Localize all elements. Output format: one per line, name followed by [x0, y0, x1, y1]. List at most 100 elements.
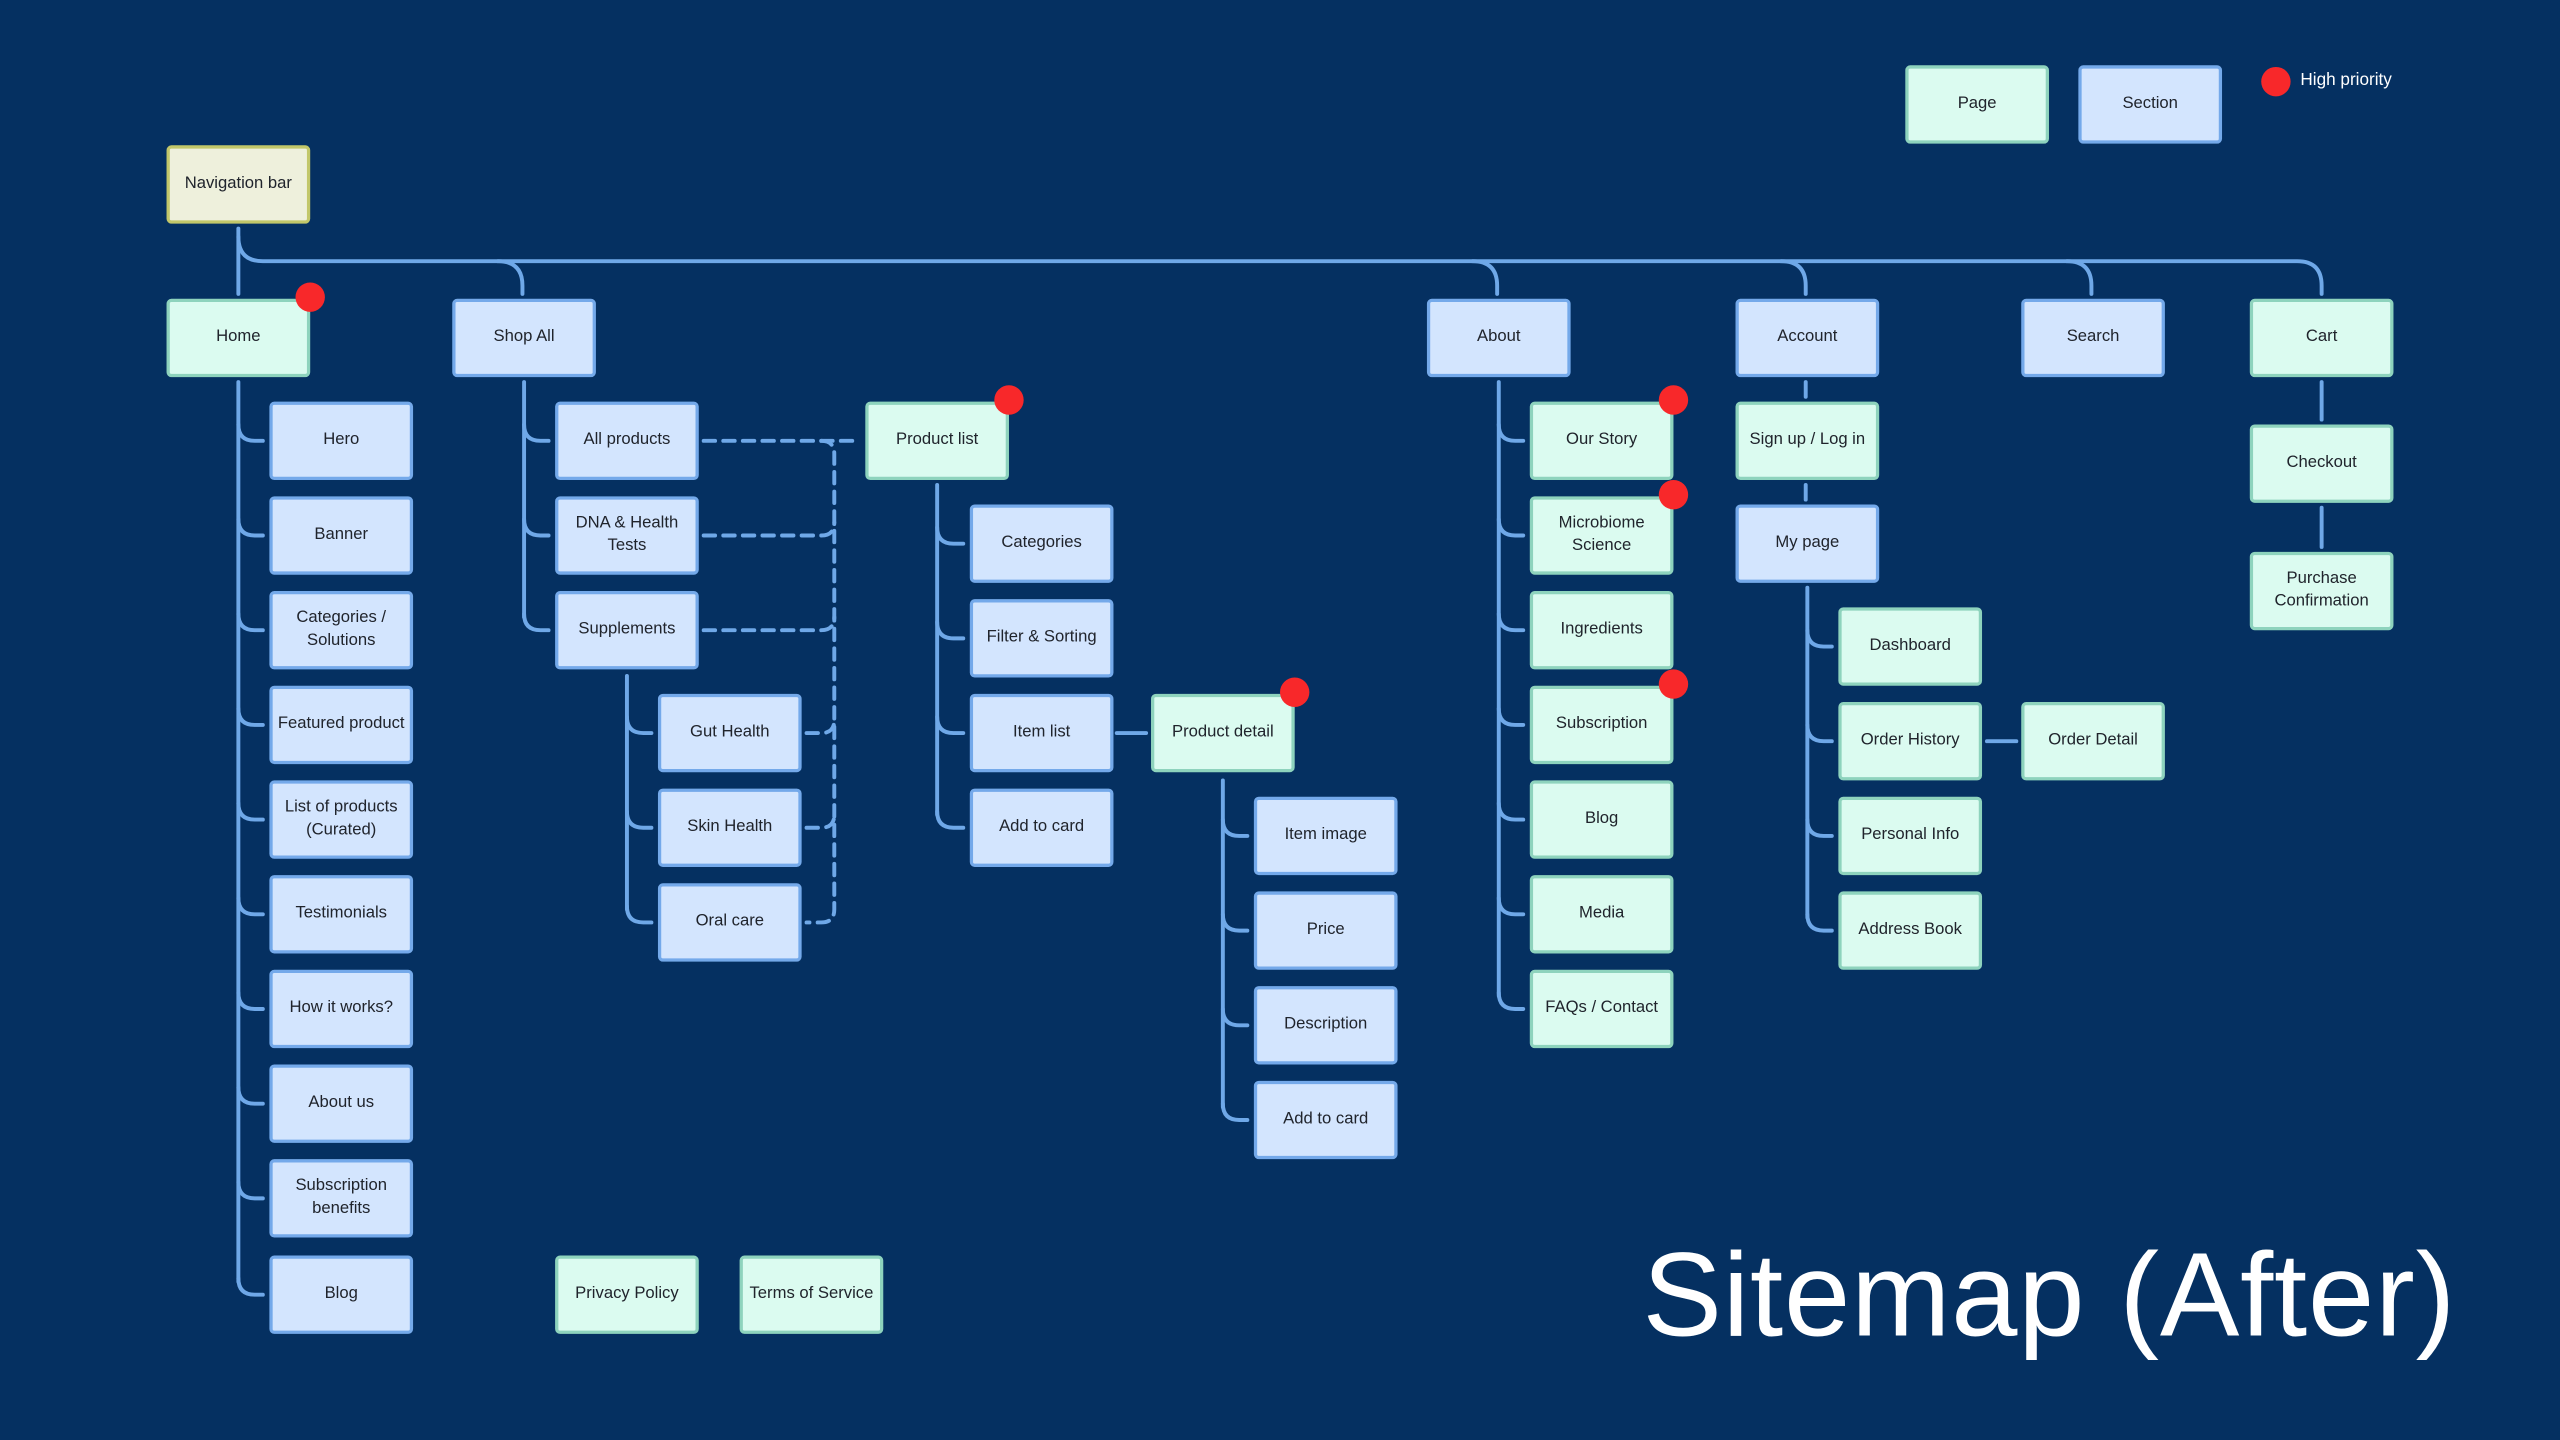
connector-drop: [1779, 259, 1808, 296]
node-label: Product list: [895, 431, 979, 449]
node-label: Subscription: [1555, 715, 1648, 734]
node-order-detail[interactable]: Order Detail: [2021, 702, 2165, 781]
node-all-products[interactable]: All products: [555, 401, 699, 480]
connector-branch: [1805, 722, 1834, 744]
node-label: Hero: [323, 431, 360, 449]
node-label: DNA & Health Tests: [575, 514, 679, 556]
connector-drop: [495, 259, 525, 296]
high-priority-dot-icon: [994, 385, 1024, 415]
connector-bus: [236, 234, 2324, 296]
node-terms[interactable]: Terms of Service: [739, 1255, 884, 1334]
node-product-detail[interactable]: Product detail: [1151, 693, 1295, 773]
node-purchase-confirmation[interactable]: Purchase Confirmation: [2249, 551, 2394, 631]
connector-branch: [236, 801, 265, 822]
node-product-list[interactable]: Product list: [865, 401, 1009, 480]
node-account[interactable]: Account: [1735, 298, 1880, 378]
connector-branch: [624, 714, 654, 736]
node-label: Account: [1777, 328, 1838, 347]
node-our-story[interactable]: Our Story: [1529, 401, 1674, 480]
node-list-of-products[interactable]: List of products (Curated): [269, 780, 414, 859]
node-banner[interactable]: Banner: [269, 496, 414, 575]
node-pd-description[interactable]: Description: [1253, 986, 1398, 1065]
node-label: Address Book: [1858, 920, 1962, 939]
legend-priority-dot-icon: [2261, 66, 2291, 97]
legend-high-priority: High priority: [2300, 70, 2392, 90]
node-about[interactable]: About: [1426, 298, 1571, 378]
high-priority-dot-icon: [1280, 677, 1310, 707]
connector-branch: [1220, 817, 1250, 838]
node-gut-health[interactable]: Gut Health: [657, 693, 802, 773]
node-how-it-works[interactable]: How it works?: [269, 969, 414, 1049]
node-subscription-benefits[interactable]: Subscription benefits: [269, 1159, 414, 1238]
connector-dashed: [804, 718, 837, 736]
node-label: Item list: [1012, 723, 1071, 742]
node-pl-add[interactable]: Add to card: [969, 788, 1114, 867]
node-signup[interactable]: Sign up / Log in: [1735, 401, 1880, 480]
node-cart[interactable]: Cart: [2249, 298, 2394, 378]
node-hero[interactable]: Hero: [269, 401, 414, 480]
node-label: About us: [308, 1093, 375, 1112]
node-label: Our Story: [1566, 431, 1638, 449]
node-pl-filter[interactable]: Filter & Sorting: [969, 599, 1114, 678]
connector-branch: [236, 1276, 265, 1297]
node-testimonials[interactable]: Testimonials: [269, 875, 414, 954]
node-home[interactable]: Home: [166, 298, 311, 378]
node-label: Oral care: [695, 912, 765, 931]
node-pd-price[interactable]: Price: [1253, 891, 1398, 970]
connector-branch: [935, 809, 966, 830]
connector-branch: [1496, 801, 1526, 822]
node-faqs[interactable]: FAQs / Contact: [1529, 969, 1674, 1049]
node-checkout[interactable]: Checkout: [2249, 424, 2394, 503]
node-label: My page: [1775, 533, 1840, 552]
connector-branch: [236, 422, 265, 443]
node-privacy-policy[interactable]: Privacy Policy: [555, 1255, 699, 1334]
legend-page: Page: [1905, 65, 2049, 144]
node-media[interactable]: Media: [1529, 875, 1674, 954]
connector-branch: [624, 904, 654, 925]
node-label: List of products (Curated): [284, 798, 398, 840]
connector-branch: [935, 620, 966, 641]
node-pd-image[interactable]: Item image: [1253, 796, 1398, 876]
connector-branch: [522, 517, 551, 538]
node-order-history[interactable]: Order History: [1838, 702, 1983, 781]
node-ingredients[interactable]: Ingredients: [1529, 591, 1674, 670]
node-about-us[interactable]: About us: [269, 1064, 414, 1143]
node-personal-info[interactable]: Personal Info: [1838, 796, 1983, 876]
page-title: Sitemap (After): [1642, 1229, 2457, 1362]
node-nav[interactable]: Navigation bar: [166, 145, 311, 224]
node-label: Shop All: [493, 328, 555, 347]
node-address-book[interactable]: Address Book: [1838, 891, 1983, 970]
node-skin-health[interactable]: Skin Health: [657, 788, 802, 867]
node-label: Search: [2066, 328, 2120, 347]
node-home-blog[interactable]: Blog: [269, 1255, 414, 1334]
node-supplements[interactable]: Supplements: [555, 591, 699, 670]
node-dna-tests[interactable]: DNA & Health Tests: [555, 496, 699, 575]
node-label: How it works?: [289, 999, 393, 1018]
node-label: Description: [1284, 1015, 1368, 1034]
connector-branch: [236, 990, 265, 1011]
connector-branch: [236, 517, 265, 538]
node-featured-product[interactable]: Featured product: [269, 685, 414, 765]
node-subscription[interactable]: Subscription: [1529, 685, 1674, 765]
node-my-page[interactable]: My page: [1735, 504, 1880, 583]
node-categories-solutions[interactable]: Categories / Solutions: [269, 591, 414, 670]
node-pl-item-list[interactable]: Item list: [969, 693, 1114, 773]
node-oral-care[interactable]: Oral care: [657, 883, 802, 962]
node-microbiome[interactable]: Microbiome Science: [1529, 496, 1674, 575]
node-label: Supplements: [578, 620, 676, 639]
node-shop[interactable]: Shop All: [452, 298, 596, 378]
node-label: Checkout: [2286, 453, 2357, 472]
connector-branch: [236, 1180, 265, 1201]
high-priority-dot-icon: [1658, 385, 1689, 415]
connector-branch: [1496, 611, 1526, 633]
connector-branch: [1805, 817, 1834, 838]
node-label: Blog: [1584, 809, 1619, 828]
node-label: Order History: [1860, 731, 1960, 750]
legend-section: Section: [2078, 65, 2223, 144]
node-search[interactable]: Search: [2021, 298, 2165, 378]
node-dashboard[interactable]: Dashboard: [1838, 607, 1983, 686]
node-label: Item image: [1284, 826, 1367, 845]
node-pd-add[interactable]: Add to card: [1253, 1080, 1398, 1160]
node-pl-categories[interactable]: Categories: [969, 504, 1114, 583]
node-about-blog[interactable]: Blog: [1529, 780, 1674, 859]
